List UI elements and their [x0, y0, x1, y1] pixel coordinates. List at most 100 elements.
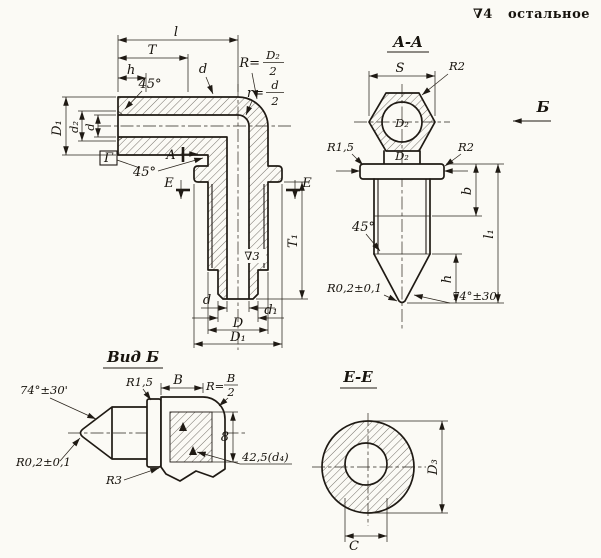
r15-flange-label: R1,5 [326, 140, 354, 154]
view-arrow-label: Б [536, 98, 550, 116]
section-a-a: A-A D₂ S R2 Б R1,5 R2 D₂ 45° [326, 33, 551, 330]
cut-mark-A: A [165, 147, 198, 163]
view-b: Вид Б 74°±30' R0,2±0,1 R1,5 B R= B 2 R3 [15, 348, 292, 487]
r3-label: R3 [105, 473, 122, 487]
r2-hex-label: R2 [448, 59, 465, 73]
view-b-title: Вид Б [106, 348, 159, 366]
tip-radius-aa-label: R0,2±0,1 [326, 281, 382, 295]
d4-ref-label: 42,5(d₄) [241, 450, 289, 464]
dim-label-h: h [127, 63, 135, 78]
cut-label-A: A [165, 148, 175, 163]
chamfer-angle-top: 45° [124, 77, 162, 110]
dim-label-d-top: d [199, 62, 207, 77]
elbow-body-section [117, 96, 283, 300]
dim-B: B [160, 373, 204, 395]
radius-corner-num: B [226, 371, 235, 385]
dim-D2-flange: D₂ [336, 149, 468, 174]
callout-R15-b: R1,5 [125, 375, 153, 401]
view-direction-b: Б [513, 98, 551, 124]
dim-l: l [117, 25, 239, 92]
chamfer-angle-aa-label: 45° [351, 220, 375, 235]
dim-label-d-bottom: d [203, 293, 211, 308]
dim-label-T1: T₁ [286, 234, 301, 248]
gamma-flag: Γ [99, 150, 141, 169]
tip-cone-profile [79, 406, 148, 460]
dim-D3: D₃ [371, 420, 448, 514]
callout-tip-radius-b: R0,2±0,1 [15, 437, 81, 469]
dim-D-bottom: D [207, 272, 269, 334]
section-aa-title: A-A [391, 33, 423, 51]
callout-R15-flange: R1,5 [326, 140, 364, 166]
radius-corner-prefix: R= [205, 379, 224, 393]
callout-R2-flange: R2 [444, 140, 474, 167]
chamfer-angle-mid-label: 45° [132, 165, 156, 180]
callout-cone-angle-aa: 74°±30' [413, 289, 500, 304]
cone-tip-profile [373, 253, 431, 304]
datum-triangle-upper [179, 422, 187, 431]
dim-label-D1-left: D₁ [50, 120, 65, 137]
callout-R3: R3 [105, 467, 160, 487]
cut-label-E-right: E [301, 176, 312, 191]
dim-label-S: S [396, 61, 405, 76]
datum-triangle-lower [189, 446, 197, 455]
finish-mark: ∇4 [473, 7, 493, 22]
dim-label-D-bottom: D [232, 316, 244, 331]
dim-T: T [118, 43, 189, 92]
chamfer-angle-aa: 45° [351, 220, 381, 252]
dim-h-cone: h [432, 253, 462, 303]
dim-label-D2-flange: D₂ [394, 149, 409, 163]
chamfer-angle-mid: 45° [132, 157, 204, 180]
radius-outer-callout: R= D₂ 2 [238, 48, 284, 100]
dim-label-d-left: d [83, 123, 97, 130]
radius-outer-prefix: R= [238, 56, 260, 71]
dim-D1-bottom: D₁ [193, 184, 283, 348]
dim-label-B: B [172, 373, 183, 388]
cut-label-E-left: E [163, 176, 174, 191]
bore-label-D2: D₂ [394, 116, 409, 130]
dim-b: b [432, 163, 504, 217]
main-view: l T h d 45° R= D₂ 2 r= d 2 D [50, 25, 312, 350]
dim-d-left: d [83, 114, 116, 138]
dim-label-b: b [460, 187, 475, 195]
tip-radius-b-label: R0,2±0,1 [15, 455, 71, 469]
flange-ring [146, 398, 162, 468]
callout-tip-radius-aa: R0,2±0,1 [326, 281, 398, 302]
dim-label-h-cone: h [440, 275, 455, 283]
dim-d-top: d [199, 62, 214, 95]
r2-flange-label: R2 [457, 140, 474, 154]
r15-b-label: R1,5 [125, 375, 153, 389]
finish-3-label: ∇3 [244, 249, 259, 263]
gamma-flag-label: Γ [103, 151, 114, 166]
cut-mark-E: E E [163, 176, 312, 199]
dim-C: C [344, 498, 388, 554]
callout-cone-angle-b: 74°±30' [20, 383, 97, 420]
finish-rest-label: остальное [508, 7, 590, 22]
dim-label-8: 8 [221, 430, 229, 445]
radius-outer-den: 2 [268, 64, 276, 78]
dim-l1: l₁ [407, 164, 504, 304]
dim-label-d2-left: d₂ [67, 121, 81, 133]
dim-label-D1-bottom: D₁ [229, 330, 246, 345]
dim-d2-left: d₂ [67, 110, 116, 142]
hex-section [368, 92, 436, 152]
dim-S: S [368, 61, 436, 116]
dim-label-d1-bottom: d₁ [264, 303, 278, 318]
chamfer-angle-top-label: 45° [137, 77, 161, 92]
radius-inner-num: d [271, 78, 278, 92]
radius-corner-callout: R= B 2 [205, 371, 238, 407]
surface-finish-note: ∇4 остальное [473, 7, 590, 22]
callout-d4: 42,5(d₄) [196, 450, 292, 465]
surface-finish-3: ∇3 [239, 249, 266, 263]
radius-corner-den: 2 [226, 385, 234, 399]
radius-inner-prefix: r= [247, 86, 264, 101]
radius-inner-callout: r= d 2 [245, 78, 284, 116]
callout-R2-hex: R2 [421, 59, 465, 96]
section-ee-title: E-E [342, 368, 373, 386]
dim-label-D3: D₃ [426, 459, 441, 476]
dim-d1-bottom: d₁ [192, 301, 284, 322]
dim-D1-left: D₁ [50, 96, 116, 156]
dim-label-T: T [148, 43, 158, 58]
dim-label-l: l [174, 25, 178, 40]
